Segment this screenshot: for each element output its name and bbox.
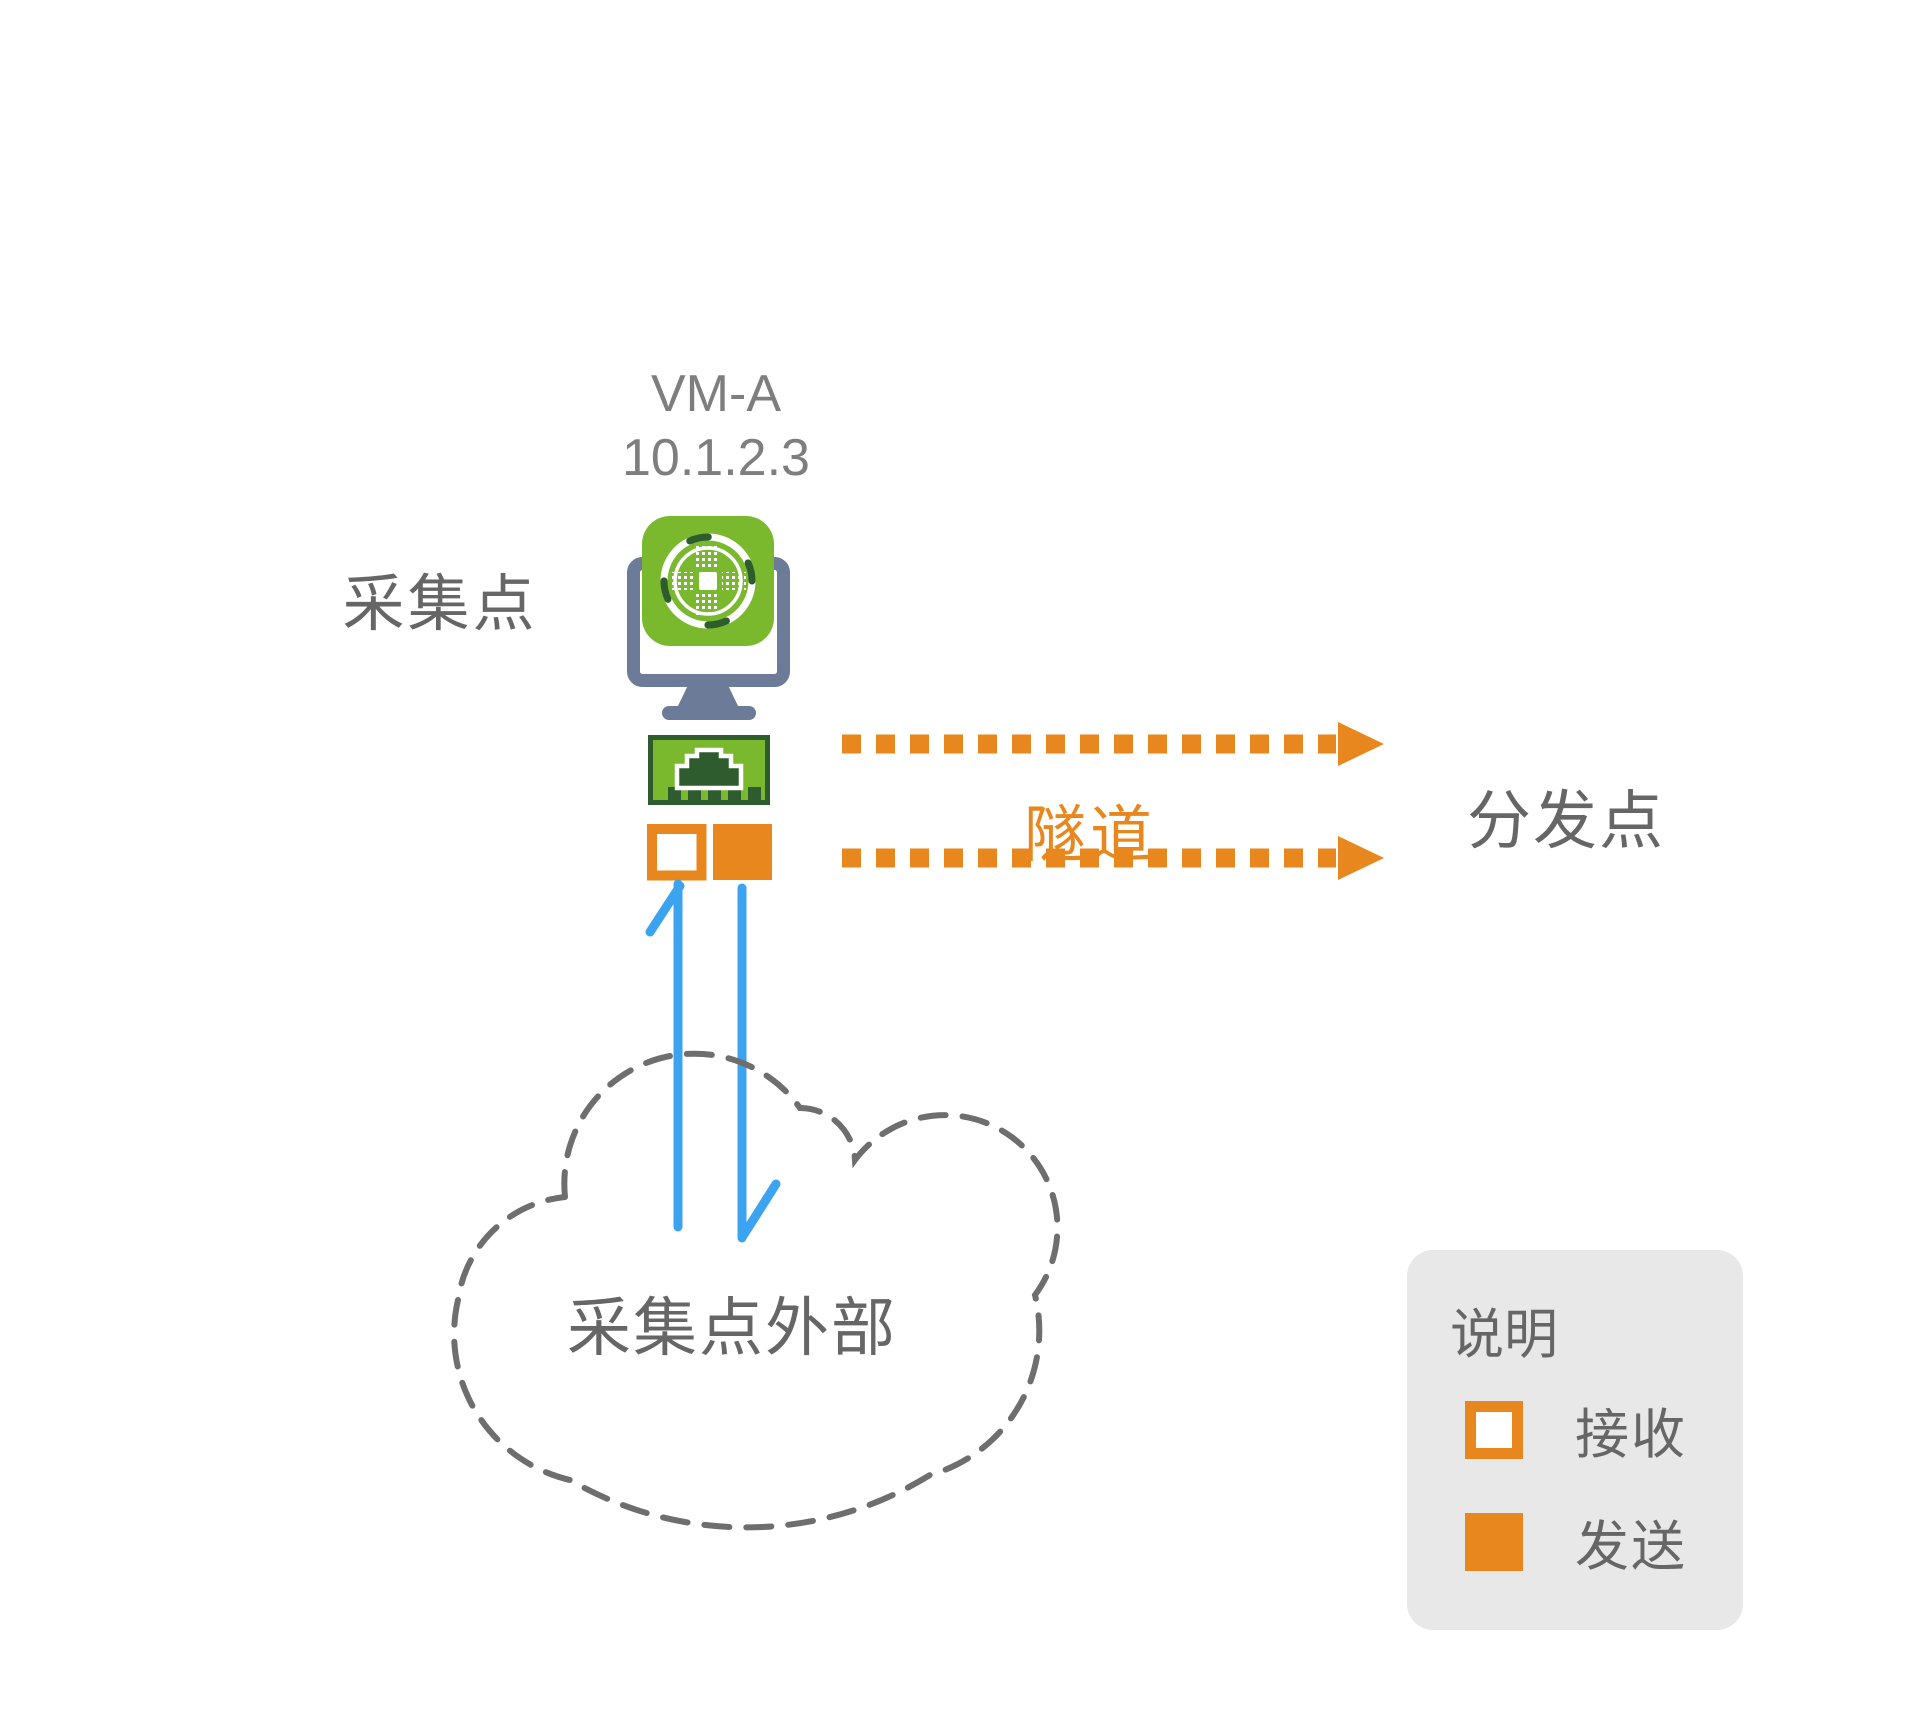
vm-ip: 10.1.2.3 <box>622 429 810 487</box>
ethernet-port-icon <box>648 735 770 805</box>
inbound-up-arrow-icon <box>645 879 685 1232</box>
legend-title: 说明 <box>1450 1305 1558 1365</box>
vm-label: VM-A 10.1.2.3 <box>566 362 866 490</box>
legend-item-receive: 接收 <box>1465 1390 1687 1469</box>
legend-send-label: 发送 <box>1575 1517 1687 1577</box>
send-swatch-icon <box>1465 1512 1523 1571</box>
send-square-icon <box>713 824 772 880</box>
distributor-label: 分发点 <box>1467 785 1665 857</box>
tunnel-arrow-top <box>842 722 1384 766</box>
tunnel-arrow-bottom <box>842 836 1384 880</box>
chip-circle-app-icon <box>642 516 774 646</box>
dashed-cloud-icon <box>451 1050 1061 1531</box>
cloud-external-label: 采集点外部 <box>567 1292 897 1364</box>
tunnel-label: 隧道 <box>1023 801 1156 870</box>
legend-panel: 说明 接收 发送 <box>1407 1250 1743 1630</box>
legend-item-send: 发送 <box>1465 1502 1687 1581</box>
vm-name: VM-A <box>651 365 781 423</box>
receive-square-icon <box>647 824 707 881</box>
legend-receive-label: 接收 <box>1575 1405 1687 1465</box>
receive-swatch-icon <box>1465 1400 1523 1459</box>
collector-label: 采集点 <box>342 570 538 639</box>
